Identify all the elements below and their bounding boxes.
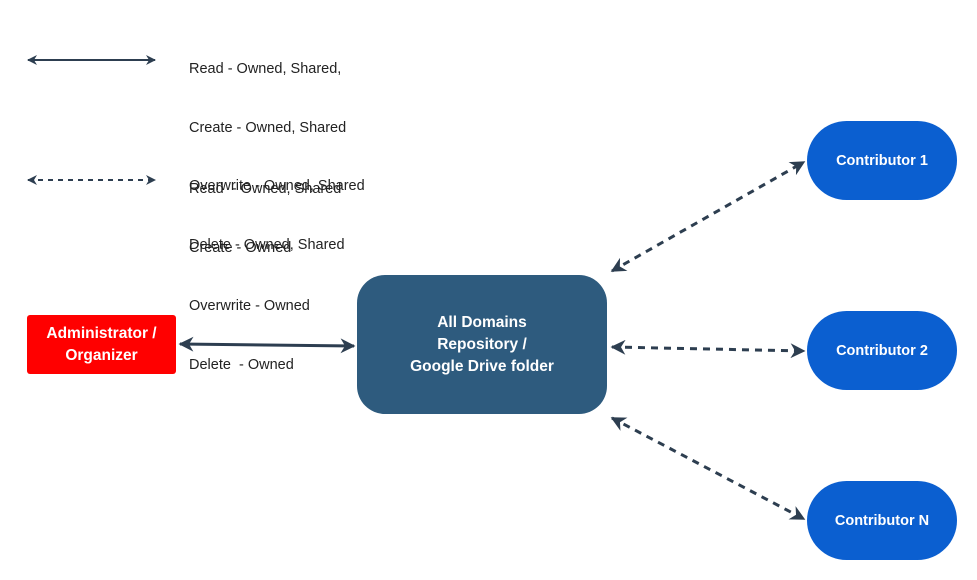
edge-repo-contributor-n: [610, 416, 806, 521]
legend-dashed-line: Delete - Owned: [189, 356, 294, 373]
legend-solid-line: Overwrite - Owned, Shared: [189, 178, 365, 194]
edge-repo-contributor-1: [610, 160, 806, 273]
contributor-1-label: Contributor 1: [836, 152, 928, 169]
administrator-label-line: Organizer: [65, 346, 138, 364]
legend-dashed-line: Read - Owned, Shared: [189, 181, 342, 197]
edge-repo-contributor-2: [610, 339, 806, 359]
administrator-node: Administrator / Organizer: [27, 315, 176, 374]
legend-dashed-line: Create - Owned: [189, 239, 292, 256]
contributor-1-node: Contributor 1: [807, 121, 957, 200]
legend-solid-line: Delete - Owned, Shared: [189, 236, 345, 253]
repository-label-line: Repository /: [437, 335, 527, 353]
repository-node: All Domains Repository / Google Drive fo…: [357, 275, 607, 414]
contributor-2-node: Contributor 2: [807, 311, 957, 390]
legend-solid-line: Create - Owned, Shared: [189, 119, 347, 136]
contributor-n-node: Contributor N: [807, 481, 957, 560]
contributor-2-label: Contributor 2: [836, 342, 928, 359]
legend-solid-line: Read - Owned, Shared,: [189, 61, 342, 77]
repository-label-line: Google Drive folder: [410, 357, 554, 375]
administrator-label-line: Administrator /: [46, 324, 157, 342]
contributor-n-label: Contributor N: [834, 512, 930, 529]
legend-solid-text: Read - Owned, Shared, Create - Owned, Sh…: [189, 21, 365, 275]
edge-admin-repo: [178, 336, 356, 354]
legend-dashed-line: Overwrite - Owned: [189, 298, 310, 314]
repository-label-line: All Domains: [437, 313, 527, 331]
legend-dashed-text: Read - Owned, Shared Create - Owned Over…: [189, 141, 341, 395]
